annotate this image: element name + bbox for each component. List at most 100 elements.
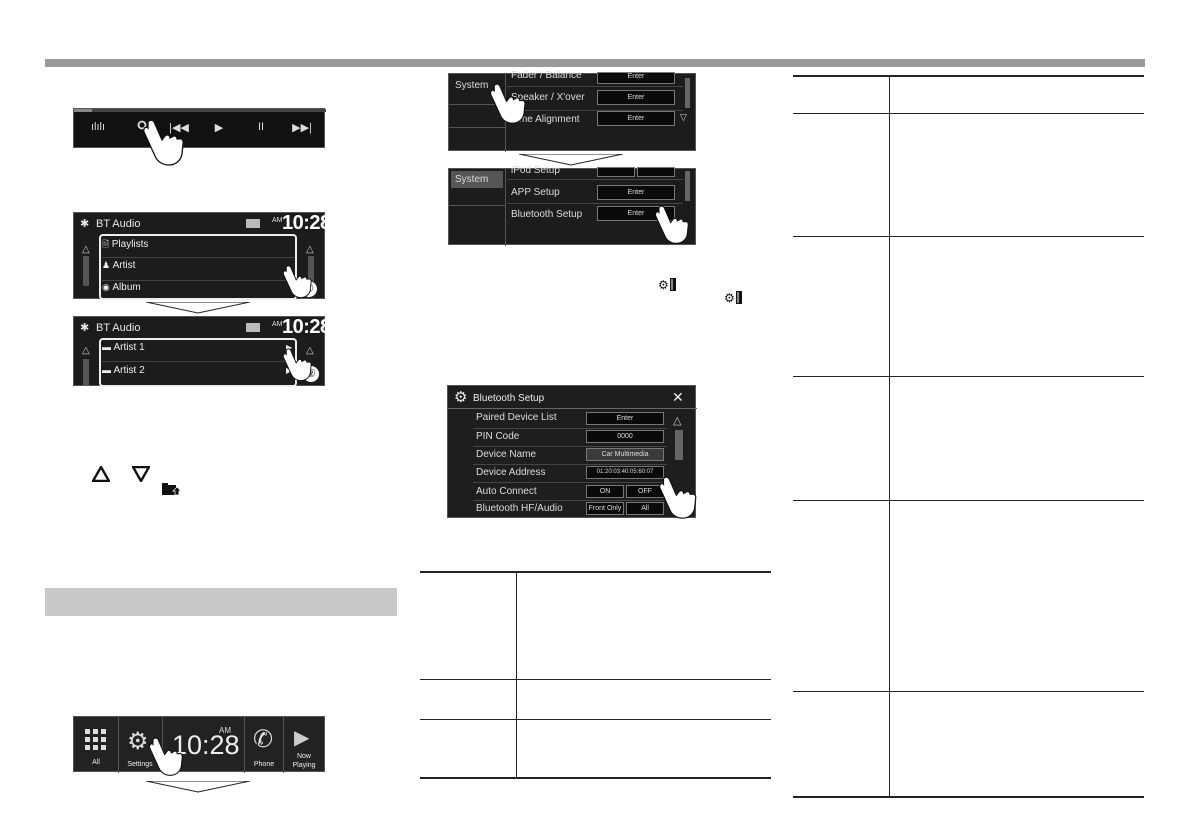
svg-text:⚙: ⚙ xyxy=(658,278,669,292)
play-arrow-icon[interactable]: ▶ xyxy=(286,343,293,352)
now-playing-label: Playing xyxy=(292,762,316,769)
list-item[interactable]: ▬ Artist 2 ▶ xyxy=(102,365,294,383)
screen-title: BT Audio xyxy=(96,218,141,230)
home-clock: 10:28 xyxy=(172,730,240,760)
device-address-field: 01:20:03:40:05:60:07 xyxy=(586,466,664,479)
svg-text:⚙: ⚙ xyxy=(724,291,735,305)
gear-icon: ⚙ xyxy=(454,389,468,406)
all-button[interactable]: All xyxy=(626,502,664,515)
menu-row-label[interactable]: Speaker / X'over xyxy=(511,92,585,103)
scroll-up-icon[interactable]: △ xyxy=(673,415,682,427)
am-label: AM xyxy=(272,321,283,328)
enter-button[interactable]: Enter xyxy=(597,111,675,126)
settings-button[interactable]: ⚙ Settings xyxy=(118,717,163,773)
list-item[interactable]: ◉ Album xyxy=(102,282,141,293)
phone-label: Phone xyxy=(253,761,275,768)
option-button[interactable] xyxy=(597,167,635,177)
list-highlight-frame xyxy=(99,234,297,300)
bluetooth-setup-screen: ⚙ Bluetooth Setup ✕ Paired Device List E… xyxy=(447,385,697,518)
setting-label: Device Name xyxy=(476,449,537,460)
pointing-hand-icon xyxy=(143,119,184,166)
menu-row-label[interactable]: Fader / Balance xyxy=(511,70,582,81)
menu-row-label[interactable]: Bluetooth Setup xyxy=(511,209,583,220)
pointing-hand-icon xyxy=(654,205,689,244)
bluetooth-icon: ✱ xyxy=(80,218,90,230)
am-label: AM xyxy=(272,217,283,224)
bluetooth-icon: ✱ xyxy=(80,322,90,334)
menu-row-label[interactable]: iPod Setup xyxy=(511,165,560,176)
on-button[interactable]: ON xyxy=(586,485,624,498)
menu-row-label[interactable]: APP Setup xyxy=(511,187,560,198)
tab-label: System xyxy=(455,174,489,185)
transition-arrow xyxy=(145,780,251,798)
play-icon[interactable]: ▶ xyxy=(214,122,224,134)
close-icon[interactable]: ✕ xyxy=(672,389,684,405)
pin-code-field[interactable]: 0000 xyxy=(586,430,664,443)
grid-icon xyxy=(85,729,107,756)
bt-audio-list-screen: ✱ BT Audio AM 10:28 △ △ 🗎 Playlists ♟ Ar… xyxy=(73,212,331,300)
setting-label: Device Address xyxy=(476,467,546,478)
enter-button[interactable]: Enter xyxy=(597,90,675,105)
setting-label: Paired Device List xyxy=(476,412,557,423)
device-name-field[interactable]: Car Multimedia xyxy=(586,448,664,461)
scroll-up-icon-right[interactable]: △ xyxy=(306,345,314,356)
scrollbar[interactable] xyxy=(675,430,683,460)
list-item[interactable]: ♟ Artist xyxy=(102,260,294,281)
all-label: All xyxy=(92,759,100,766)
pointing-hand-icon xyxy=(148,737,183,776)
up-triangle-icon xyxy=(92,466,110,482)
tab-system[interactable]: System xyxy=(449,169,506,246)
settings-table-right xyxy=(793,75,1144,798)
am-label: AM xyxy=(219,726,231,735)
scroll-up-icon[interactable]: △ xyxy=(82,244,90,255)
folder-up-icon xyxy=(162,482,182,496)
setup-gear-icon: ⚙ xyxy=(658,276,678,292)
option-button[interactable] xyxy=(637,167,675,177)
setting-label: Auto Connect xyxy=(476,486,537,497)
pointing-hand-icon xyxy=(659,476,697,519)
section-heading-band xyxy=(45,588,397,616)
phone-button[interactable]: ✆ Phone xyxy=(244,717,284,773)
bt-audio-artist-screen: ✱ BT Audio AM 10:28 △ △ ▬ Artist 1 ▶ ▬ A… xyxy=(73,316,331,387)
home-shortcut-bar: All ⚙ Settings AM 10:28 ✆ Phone ▶ Now Pl… xyxy=(73,716,326,773)
clock: 10:28 xyxy=(282,316,331,338)
list-item[interactable]: ▬ Artist 1 ▶ xyxy=(102,342,294,362)
enter-button[interactable]: Enter xyxy=(597,206,675,221)
folder-up-icon[interactable] xyxy=(246,219,260,228)
next-icon[interactable]: ▶▶| xyxy=(292,122,312,134)
pointing-hand-icon xyxy=(282,265,312,299)
play-triangle-icon: ▶ xyxy=(294,727,310,749)
now-playing-button[interactable]: ▶ Now Playing xyxy=(282,717,326,773)
transition-arrow xyxy=(145,301,251,319)
gear-icon: ⚙ xyxy=(127,728,149,755)
settings-table xyxy=(420,571,771,779)
enter-button[interactable]: Enter xyxy=(597,72,675,84)
pointing-hand-icon xyxy=(490,83,526,124)
scroll-down-icon[interactable]: ▽ xyxy=(680,112,687,122)
menu-row-label[interactable]: Time Alignment xyxy=(511,114,580,125)
now-playing-label: Now xyxy=(296,753,311,760)
screen-title: Bluetooth Setup xyxy=(473,393,545,404)
pointing-hand-icon xyxy=(282,348,312,382)
player-control-bar: ılılı |◀◀ ▶ II ▶▶| xyxy=(73,108,326,148)
tab-label: System xyxy=(455,80,489,91)
system-menu-screen-2: System iPod Setup APP Setup Enter Blueto… xyxy=(448,165,696,246)
previous-icon[interactable]: |◀◀ xyxy=(169,122,189,134)
scroll-up-icon[interactable]: △ xyxy=(82,345,90,356)
scroll-up-icon-right[interactable]: △ xyxy=(306,244,314,255)
list-item[interactable]: 🗎 Playlists xyxy=(102,237,294,258)
setting-label: Bluetooth HF/Audio xyxy=(476,503,563,514)
transition-arrow xyxy=(518,153,624,171)
enter-button[interactable]: Enter xyxy=(597,185,675,200)
settings-label: Settings xyxy=(127,761,153,768)
clock: 10:28 xyxy=(282,212,331,234)
page-top-rule xyxy=(45,59,1145,67)
pause-icon[interactable]: II xyxy=(257,121,265,133)
folder-up-icon[interactable] xyxy=(246,323,260,332)
screen-title: BT Audio xyxy=(96,322,141,334)
enter-button[interactable]: Enter xyxy=(586,412,664,425)
equalizer-icon[interactable]: ılılı xyxy=(90,121,106,133)
front-only-button[interactable]: Front Only xyxy=(586,502,624,515)
all-apps-button[interactable]: All xyxy=(74,717,119,773)
setting-label: PIN Code xyxy=(476,431,520,442)
